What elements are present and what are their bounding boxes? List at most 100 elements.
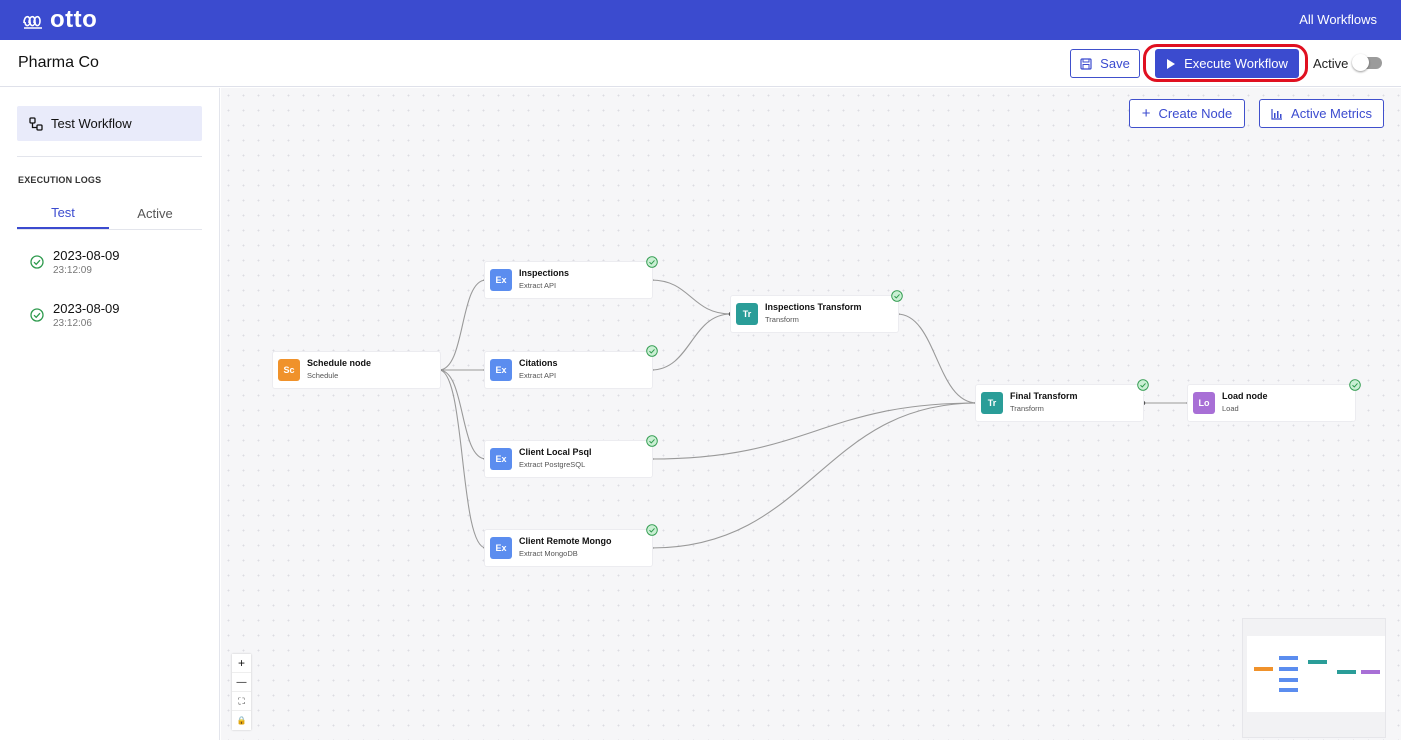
node-type-badge: Ex [490, 448, 512, 470]
edge[interactable] [438, 369, 487, 460]
sidebar: Test Workflow EXECUTION LOGS Test Active… [0, 88, 220, 740]
workflow-node-citations[interactable]: Ex Citations Extract API [485, 352, 652, 388]
node-type-badge: Ex [490, 359, 512, 381]
edge[interactable] [896, 313, 978, 404]
node-type-badge: Ex [490, 269, 512, 291]
success-check-icon [30, 255, 44, 269]
workflow-node-final-transform[interactable]: Tr Final Transform Transform [976, 385, 1143, 421]
status-success-icon [1137, 379, 1149, 391]
node-subtitle: Extract MongoDB [519, 549, 578, 558]
edge[interactable] [650, 402, 978, 549]
status-success-icon [646, 524, 658, 536]
save-button[interactable]: Save [1070, 49, 1140, 78]
divider [17, 156, 202, 157]
save-icon [1080, 57, 1092, 70]
minimap-node [1279, 667, 1298, 671]
node-title: Final Transform [1010, 391, 1078, 401]
minimap-node [1254, 667, 1273, 671]
active-metrics-button[interactable]: Active Metrics [1259, 99, 1384, 128]
active-metrics-label: Active Metrics [1291, 106, 1372, 121]
node-title: Load node [1222, 391, 1268, 401]
log-date: 2023-08-09 [53, 301, 120, 316]
workflow-icon [29, 116, 43, 131]
edge[interactable] [650, 402, 978, 460]
workflow-node-inspections[interactable]: Ex Inspections Extract API [485, 262, 652, 298]
node-subtitle: Schedule [307, 371, 339, 380]
edge[interactable] [438, 279, 487, 371]
create-node-label: Create Node [1158, 106, 1233, 121]
minimap-node [1279, 656, 1298, 660]
node-type-badge: Tr [981, 392, 1003, 414]
log-date: 2023-08-09 [53, 248, 120, 263]
workflow-node-inspections-transform[interactable]: Tr Inspections Transform Transform [731, 296, 898, 332]
node-type-badge: Tr [736, 303, 758, 325]
log-time: 23:12:06 [53, 318, 92, 329]
edge[interactable] [650, 313, 732, 371]
brand-logo[interactable]: otto [22, 6, 97, 34]
active-toggle[interactable] [1352, 54, 1382, 71]
workflow-node-client-remote-mongo[interactable]: Ex Client Remote Mongo Extract MongoDB [485, 530, 652, 566]
minimap[interactable] [1242, 618, 1386, 738]
play-icon [1167, 58, 1176, 69]
status-success-icon [646, 435, 658, 447]
node-type-badge: Ex [490, 537, 512, 559]
workflow-header: Pharma Co Save Execute Workflow Active [0, 40, 1401, 87]
all-workflows-link[interactable]: All Workflows [1299, 12, 1377, 27]
log-entry[interactable]: 2023-08-09 23:12:09 [30, 248, 200, 282]
node-title: Client Remote Mongo [519, 536, 612, 546]
otto-logo-icon [23, 15, 42, 29]
workflow-node-schedule[interactable]: Sc Schedule node Schedule [273, 352, 440, 388]
execute-workflow-label: Execute Workflow [1184, 56, 1288, 71]
create-node-button[interactable]: + Create Node [1129, 99, 1245, 128]
zoom-out-button[interactable]: — [232, 673, 251, 692]
status-success-icon [1349, 379, 1361, 391]
tab-active[interactable]: Active [137, 205, 173, 221]
node-title: Inspections Transform [765, 302, 862, 312]
success-check-icon [30, 308, 44, 322]
node-subtitle: Load [1222, 404, 1239, 413]
edge[interactable] [438, 369, 487, 549]
workflow-node-client-local-psql[interactable]: Ex Client Local Psql Extract PostgreSQL [485, 441, 652, 477]
node-title: Schedule node [307, 358, 372, 368]
zoom-controls: + — ⛶ 🔒 [232, 654, 251, 730]
top-nav-bar: otto All Workflows [0, 0, 1401, 40]
zoom-in-button[interactable]: + [232, 654, 251, 673]
minimap-node [1279, 678, 1298, 682]
status-success-icon [891, 290, 903, 302]
minimap-node [1361, 670, 1380, 674]
node-type-badge: Sc [278, 359, 300, 381]
node-subtitle: Transform [1010, 404, 1044, 413]
logs-tabs: Test Active [17, 197, 202, 230]
sidebar-item-test-workflow[interactable]: Test Workflow [17, 106, 202, 141]
plus-icon: + [1141, 105, 1151, 122]
project-title: Pharma Co [18, 54, 99, 71]
fit-view-button[interactable]: ⛶ [232, 692, 251, 711]
node-subtitle: Extract PostgreSQL [519, 460, 586, 469]
status-success-icon [646, 256, 658, 268]
node-title: Inspections [519, 268, 570, 278]
status-success-icon [646, 345, 658, 357]
execution-logs-heading: EXECUTION LOGS [18, 175, 102, 185]
minimap-viewport [1247, 636, 1385, 712]
workflow-node-load[interactable]: Lo Load node Load [1188, 385, 1355, 421]
node-title: Citations [519, 358, 558, 368]
log-time: 23:12:09 [53, 265, 92, 276]
minimap-node [1279, 688, 1298, 692]
log-entry[interactable]: 2023-08-09 23:12:06 [30, 301, 200, 335]
edge[interactable] [650, 279, 732, 315]
tab-test[interactable]: Test [17, 197, 109, 229]
node-subtitle: Transform [765, 315, 799, 324]
workflow-canvas[interactable]: + Create Node Active Metrics Sc Schedule… [221, 88, 1401, 740]
active-label: Active [1313, 56, 1349, 71]
lock-button[interactable]: 🔒 [236, 716, 247, 725]
node-title: Client Local Psql [519, 447, 592, 457]
execute-workflow-button[interactable]: Execute Workflow [1155, 49, 1299, 78]
workflow-name: Test Workflow [51, 116, 132, 131]
save-label: Save [1100, 56, 1130, 71]
bar-chart-icon [1271, 108, 1283, 120]
toggle-knob [1352, 54, 1369, 71]
node-subtitle: Extract API [519, 371, 557, 380]
brand-name: otto [50, 6, 98, 33]
minimap-node [1308, 660, 1327, 664]
node-type-badge: Lo [1193, 392, 1215, 414]
